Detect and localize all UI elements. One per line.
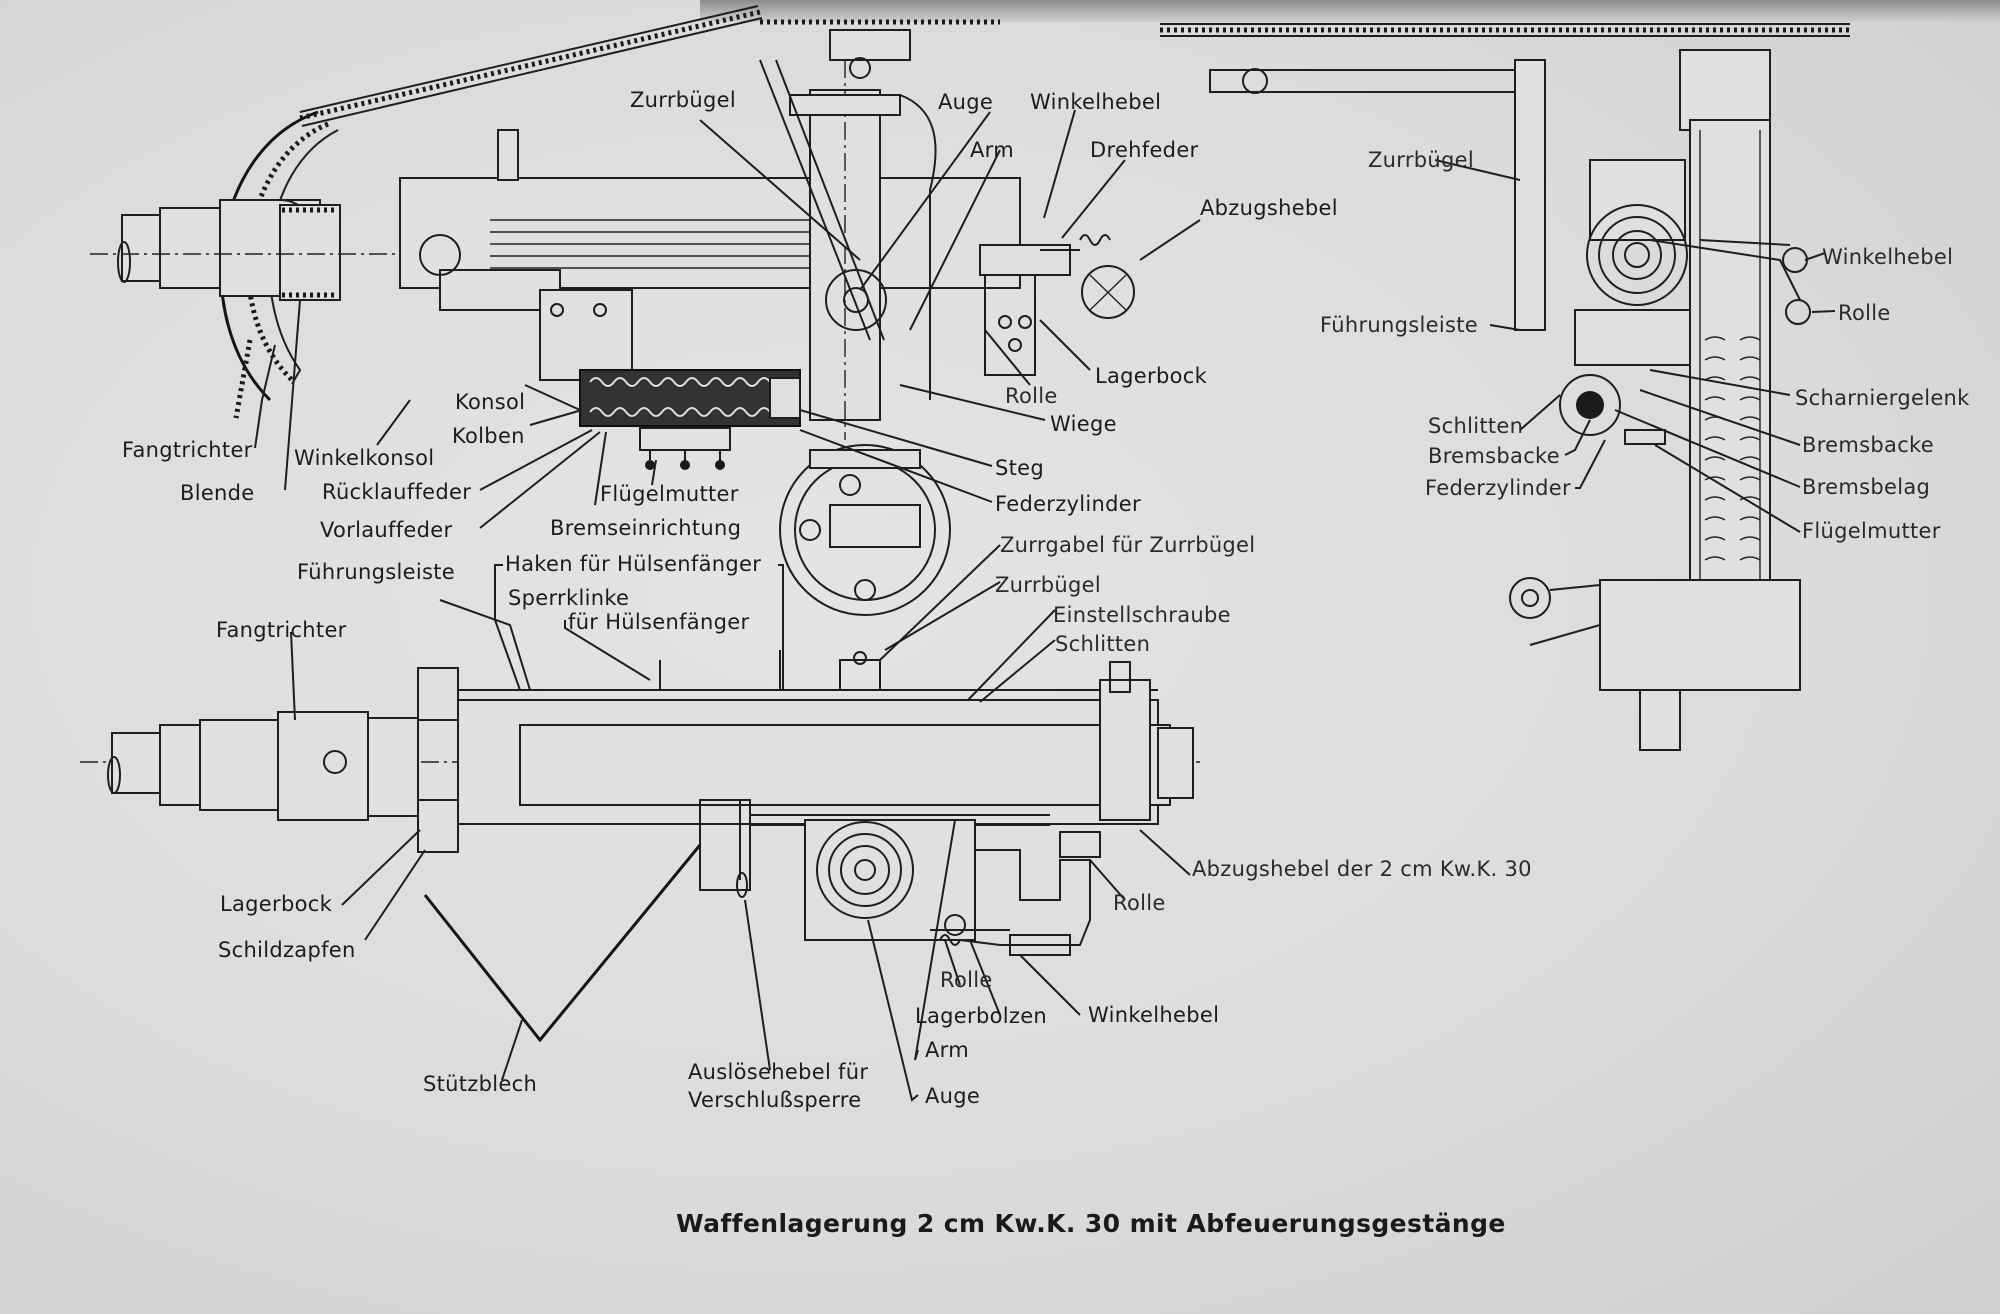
front-zurrbuegel bbox=[1514, 59, 1546, 331]
label-steg: Steg bbox=[995, 456, 1045, 480]
label-federzylinder: Federzylinder bbox=[995, 492, 1141, 516]
label-bremsbacke-left: Bremsbacke bbox=[1428, 444, 1560, 468]
side-view-drawing bbox=[90, 5, 1201, 616]
label-rolle-top-1: Rolle bbox=[1113, 891, 1166, 915]
label-abzugshebel: Abzugshebel bbox=[1200, 196, 1338, 220]
label-winkelkonsol: Winkelkonsol bbox=[294, 446, 435, 470]
label-bremsbelag: Bremsbelag bbox=[1802, 475, 1931, 499]
label-einstellschraube: Einstellschraube bbox=[1053, 603, 1231, 627]
label-schlitten-front: Schlitten bbox=[1428, 414, 1524, 438]
label-scharniergelenk: Scharniergelenk bbox=[1795, 386, 1970, 410]
roof-plate bbox=[299, 9, 761, 121]
scanner-edge bbox=[700, 0, 2000, 22]
label-auge-top: Auge bbox=[925, 1084, 981, 1108]
figure-caption: Waffenlagerung 2 cm Kw.K. 30 mit Abfeuer… bbox=[676, 1209, 1506, 1238]
label-blende: Blende bbox=[180, 481, 255, 505]
label-federzylinder-front: Federzylinder bbox=[1425, 476, 1571, 500]
label-lagerbolzen: Lagerbolzen bbox=[915, 1004, 1048, 1028]
label-lagerbock-top: Lagerbock bbox=[220, 892, 333, 916]
label-schlitten: Schlitten bbox=[1055, 632, 1151, 656]
label-zurrbuegel: Zurrbügel bbox=[630, 88, 737, 112]
label-schildzapfen: Schildzapfen bbox=[218, 938, 356, 962]
label-winkelhebel-top: Winkelhebel bbox=[1088, 1003, 1220, 1027]
label-ausloesehebel-1: Auslösehebel für bbox=[688, 1060, 869, 1084]
label-winkelhebel: Winkelhebel bbox=[1030, 90, 1162, 114]
label-fuehrungsleiste-front: Führungsleiste bbox=[1320, 313, 1478, 337]
label-winkelhebel-front: Winkelhebel bbox=[1822, 245, 1954, 269]
label-ausloesehebel-2: Verschlußsperre bbox=[688, 1088, 862, 1112]
label-rolle: Rolle bbox=[1005, 384, 1058, 408]
label-fuehrungsleiste: Führungsleiste bbox=[297, 560, 455, 584]
label-konsol: Konsol bbox=[455, 390, 526, 414]
label-haken: Haken für Hülsenfänger bbox=[505, 552, 762, 576]
label-bremseinrichtung: Bremseinrichtung bbox=[550, 516, 742, 540]
label-rolle-top-2: Rolle bbox=[940, 968, 993, 992]
label-zurrgabel: Zurrgabel für Zurrbügel bbox=[1000, 533, 1256, 557]
label-sperrklinke-2: für Hülsenfänger bbox=[568, 610, 750, 634]
trigger-hub bbox=[1081, 265, 1135, 319]
label-wiege: Wiege bbox=[1050, 412, 1117, 436]
label-abzugshebel-kwk: Abzugshebel der 2 cm Kw.K. 30 bbox=[1192, 857, 1532, 881]
label-fangtrichter-top: Fangtrichter bbox=[216, 618, 347, 642]
label-ruecklauffeder: Rücklauffeder bbox=[322, 480, 472, 504]
label-arm: Arm bbox=[970, 138, 1014, 162]
label-zurrbuegel-top: Zurrbügel bbox=[995, 573, 1102, 597]
label-bremsbacke-right: Bremsbacke bbox=[1802, 433, 1934, 457]
top-view-drawing bbox=[80, 544, 1200, 1102]
label-lagerbock: Lagerbock bbox=[1095, 364, 1208, 388]
spring-cylinder-endview bbox=[779, 444, 951, 616]
front-view-drawing bbox=[1160, 23, 1850, 751]
label-fangtrichter: Fangtrichter bbox=[122, 438, 253, 462]
label-arm-top: Arm bbox=[925, 1038, 969, 1062]
label-kolben: Kolben bbox=[452, 424, 525, 448]
label-drehfeder: Drehfeder bbox=[1090, 138, 1199, 162]
label-auge: Auge bbox=[938, 90, 994, 114]
label-fluegelmutter-front: Flügelmutter bbox=[1802, 519, 1941, 543]
label-stuetzblech: Stützblech bbox=[423, 1072, 538, 1096]
label-zurrbuegel-front: Zurrbügel bbox=[1368, 148, 1475, 172]
brake-drum bbox=[1559, 374, 1621, 436]
label-vorlauffeder: Vorlauffeder bbox=[320, 518, 453, 542]
label-sperrklinke-1: Sperrklinke bbox=[508, 586, 630, 610]
label-fluegelmutter: Flügelmutter bbox=[600, 482, 739, 506]
label-rolle-front: Rolle bbox=[1838, 301, 1891, 325]
